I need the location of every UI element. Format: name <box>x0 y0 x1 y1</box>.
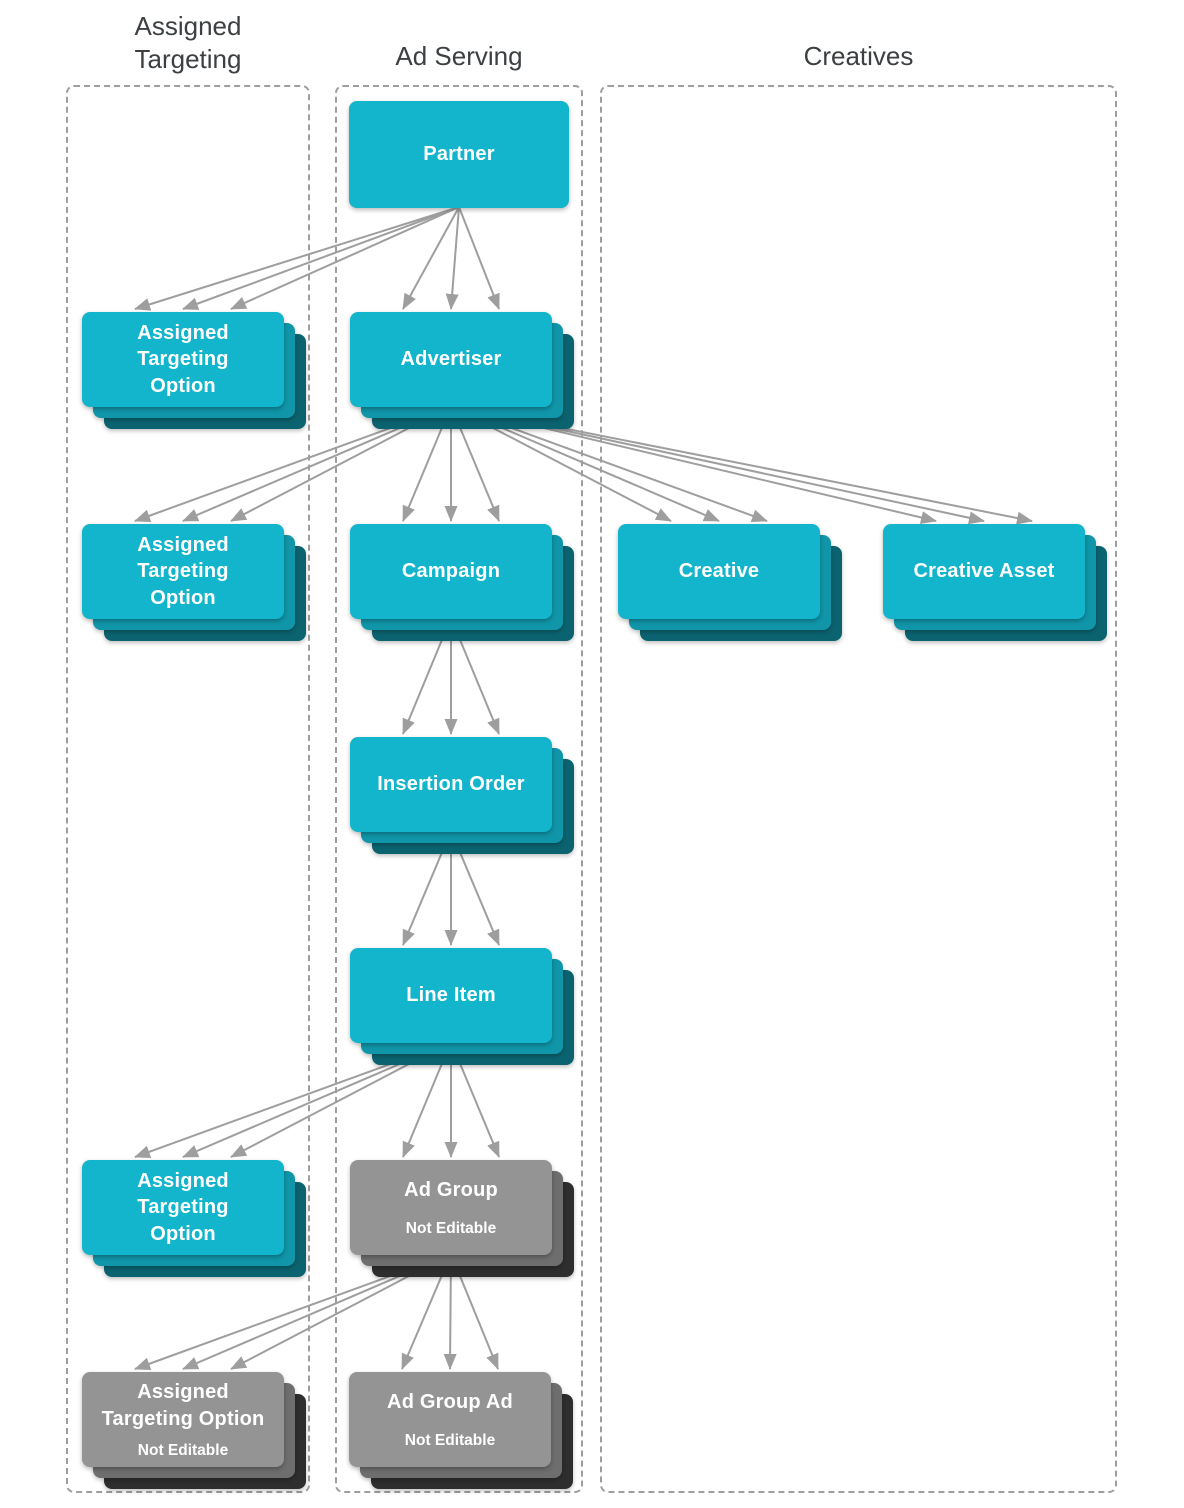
column-ad-serving <box>335 85 583 1493</box>
node-creative-asset: Creative Asset <box>883 524 1107 641</box>
column-title-assigned-targeting: Assigned Targeting <box>134 11 242 75</box>
column-title-ad-serving: Ad Serving <box>395 41 523 71</box>
node-creative: Creative <box>618 524 842 641</box>
node-label: Creative <box>678 560 760 583</box>
node-ad-group-ad: Ad Group Ad Not Editable <box>349 1372 573 1489</box>
node-label: Assigned Targeting Option <box>101 1381 265 1430</box>
node-assigned-targeting-option-line-item: Assigned Targeting Option <box>82 1160 306 1277</box>
node-label: Ad Group Ad <box>387 1391 513 1414</box>
node-box: Advertiser <box>350 312 552 407</box>
node-box: Partner <box>349 101 569 208</box>
column-assigned-targeting <box>66 85 310 1493</box>
node-sublabel: Not Editable <box>137 1441 229 1459</box>
node-box: Line Item <box>350 948 552 1043</box>
node-assigned-targeting-option-advertiser: Assigned Targeting Option <box>82 524 306 641</box>
node-box: Assigned Targeting Option Not Editable <box>82 1372 284 1467</box>
node-box: Creative <box>618 524 820 619</box>
node-label: Ad Group <box>404 1179 498 1202</box>
node-ad-group: Ad Group Not Editable <box>350 1160 574 1277</box>
node-box: Assigned Targeting Option <box>82 312 284 407</box>
node-box: Assigned Targeting Option <box>82 1160 284 1255</box>
node-label: Campaign <box>401 560 501 583</box>
node-advertiser: Advertiser <box>350 312 574 429</box>
column-creatives <box>600 85 1117 1493</box>
node-label: Insertion Order <box>377 773 525 796</box>
node-partner: Partner <box>349 101 569 208</box>
node-box: Ad Group Not Editable <box>350 1160 552 1255</box>
node-label: Line Item <box>406 984 496 1007</box>
node-label: Assigned Targeting Option <box>137 533 229 609</box>
node-sublabel: Not Editable <box>404 1431 496 1449</box>
node-insertion-order: Insertion Order <box>350 737 574 854</box>
column-title-creatives: Creatives <box>803 41 914 71</box>
node-label: Creative Asset <box>913 560 1055 583</box>
node-sublabel: Not Editable <box>405 1219 497 1237</box>
node-label: Assigned Targeting Option <box>137 321 229 397</box>
node-assigned-targeting-option-partner: Assigned Targeting Option <box>82 312 306 429</box>
node-assigned-targeting-option-not-editable: Assigned Targeting Option Not Editable <box>82 1372 306 1489</box>
node-box: Campaign <box>350 524 552 619</box>
node-box: Ad Group Ad Not Editable <box>349 1372 551 1467</box>
node-box: Insertion Order <box>350 737 552 832</box>
node-campaign: Campaign <box>350 524 574 641</box>
node-label: Partner <box>423 143 495 166</box>
node-box: Assigned Targeting Option <box>82 524 284 619</box>
node-line-item: Line Item <box>350 948 574 1065</box>
node-label: Assigned Targeting Option <box>137 1169 229 1245</box>
node-box: Creative Asset <box>883 524 1085 619</box>
node-label: Advertiser <box>400 348 502 371</box>
